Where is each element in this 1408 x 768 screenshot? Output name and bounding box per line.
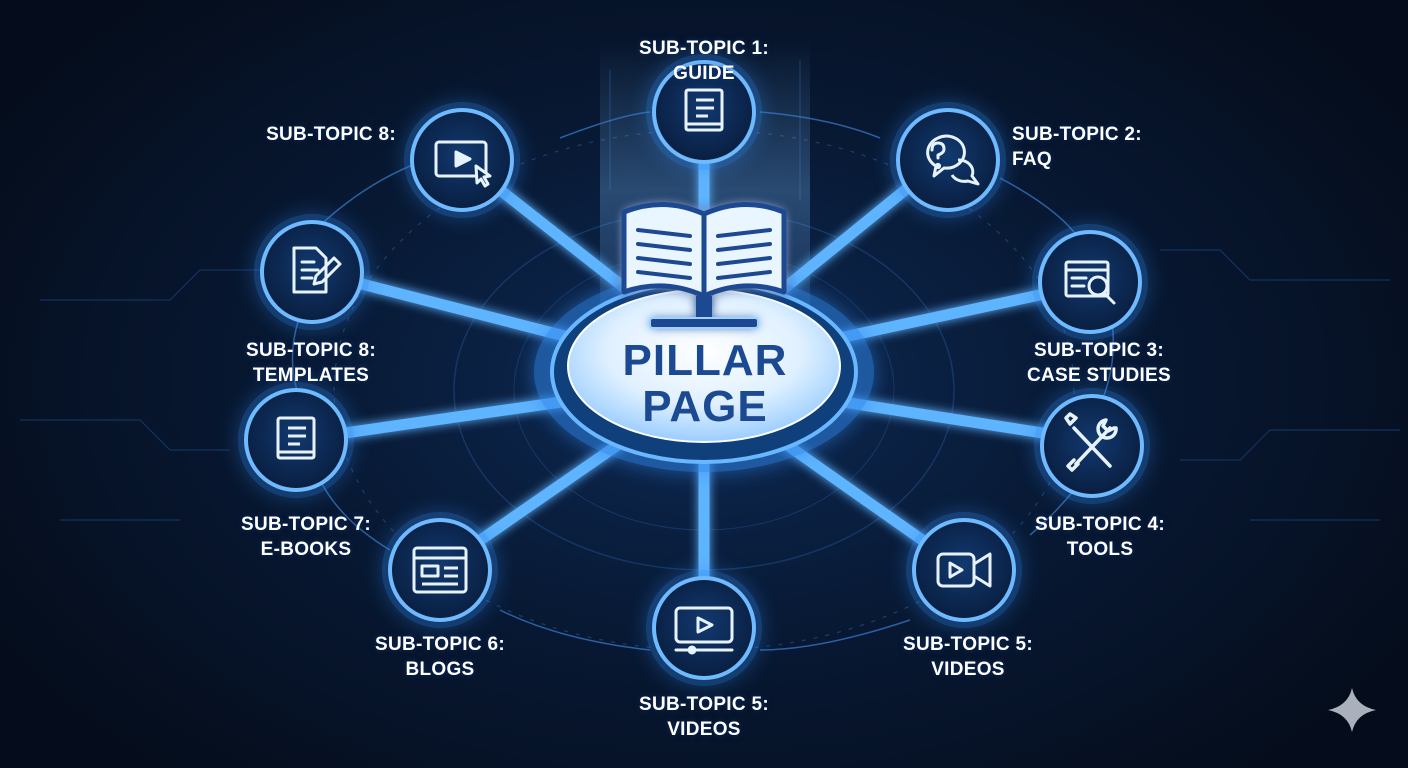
node-videos-right bbox=[906, 512, 1022, 628]
label-e-books: SUB-TOPIC 7: E-BOOKS bbox=[241, 514, 371, 560]
circuit-line bbox=[1160, 249, 1390, 281]
book-icon bbox=[684, 88, 724, 132]
outer-nodes bbox=[238, 54, 1150, 686]
web-page-icon bbox=[412, 546, 468, 594]
circuit-line bbox=[40, 269, 260, 301]
video-player-icon bbox=[674, 606, 734, 655]
play-cursor-icon bbox=[434, 140, 492, 188]
label-blogs: SUB-TOPIC 6: BLOGS bbox=[375, 634, 505, 680]
pillar-page-label: PILLAR PAGE bbox=[570, 338, 840, 430]
node-guide bbox=[646, 54, 762, 170]
circuit-line bbox=[20, 419, 230, 451]
search-document-icon bbox=[1064, 260, 1116, 305]
node-blogs bbox=[382, 512, 498, 628]
book-icon bbox=[276, 416, 316, 460]
circuit-line bbox=[1180, 429, 1400, 461]
label-top-left: SUB-TOPIC 8: bbox=[266, 124, 396, 145]
node-case-studies bbox=[1032, 224, 1148, 340]
label-templates: SUB-TOPIC 8: TEMPLATES bbox=[246, 340, 376, 386]
wrench-screwdriver-icon bbox=[1064, 412, 1118, 472]
pillar-line-2: PAGE bbox=[642, 382, 768, 431]
node-templates bbox=[254, 214, 370, 330]
label-case-studies: SUB-TOPIC 3: CASE STUDIES bbox=[1026, 340, 1171, 386]
orbit-ring bbox=[333, 129, 1075, 651]
label-videos-bottom: SUB-TOPIC 5: VIDEOS bbox=[639, 694, 769, 740]
node-tools bbox=[1034, 388, 1150, 504]
label-faq: SUB-TOPIC 2: FAQ bbox=[1012, 124, 1142, 170]
node-e-books bbox=[238, 382, 354, 498]
chat-question-icon bbox=[926, 134, 980, 186]
open-book-icon bbox=[621, 202, 787, 329]
node-faq bbox=[890, 102, 1006, 218]
edit-document-icon bbox=[292, 246, 342, 294]
node-top-left bbox=[404, 102, 520, 218]
pillar-node bbox=[534, 202, 874, 472]
pillar-line-1: PILLAR bbox=[622, 336, 788, 385]
video-camera-icon bbox=[936, 552, 992, 588]
sparkle-icon bbox=[1328, 688, 1376, 732]
label-guide: SUB-TOPIC 1: GUIDE bbox=[639, 38, 769, 84]
label-tools: SUB-TOPIC 4: TOOLS bbox=[1035, 514, 1165, 560]
label-videos-right: SUB-TOPIC 5: VIDEOS bbox=[903, 634, 1033, 680]
node-videos-bottom bbox=[646, 570, 762, 686]
